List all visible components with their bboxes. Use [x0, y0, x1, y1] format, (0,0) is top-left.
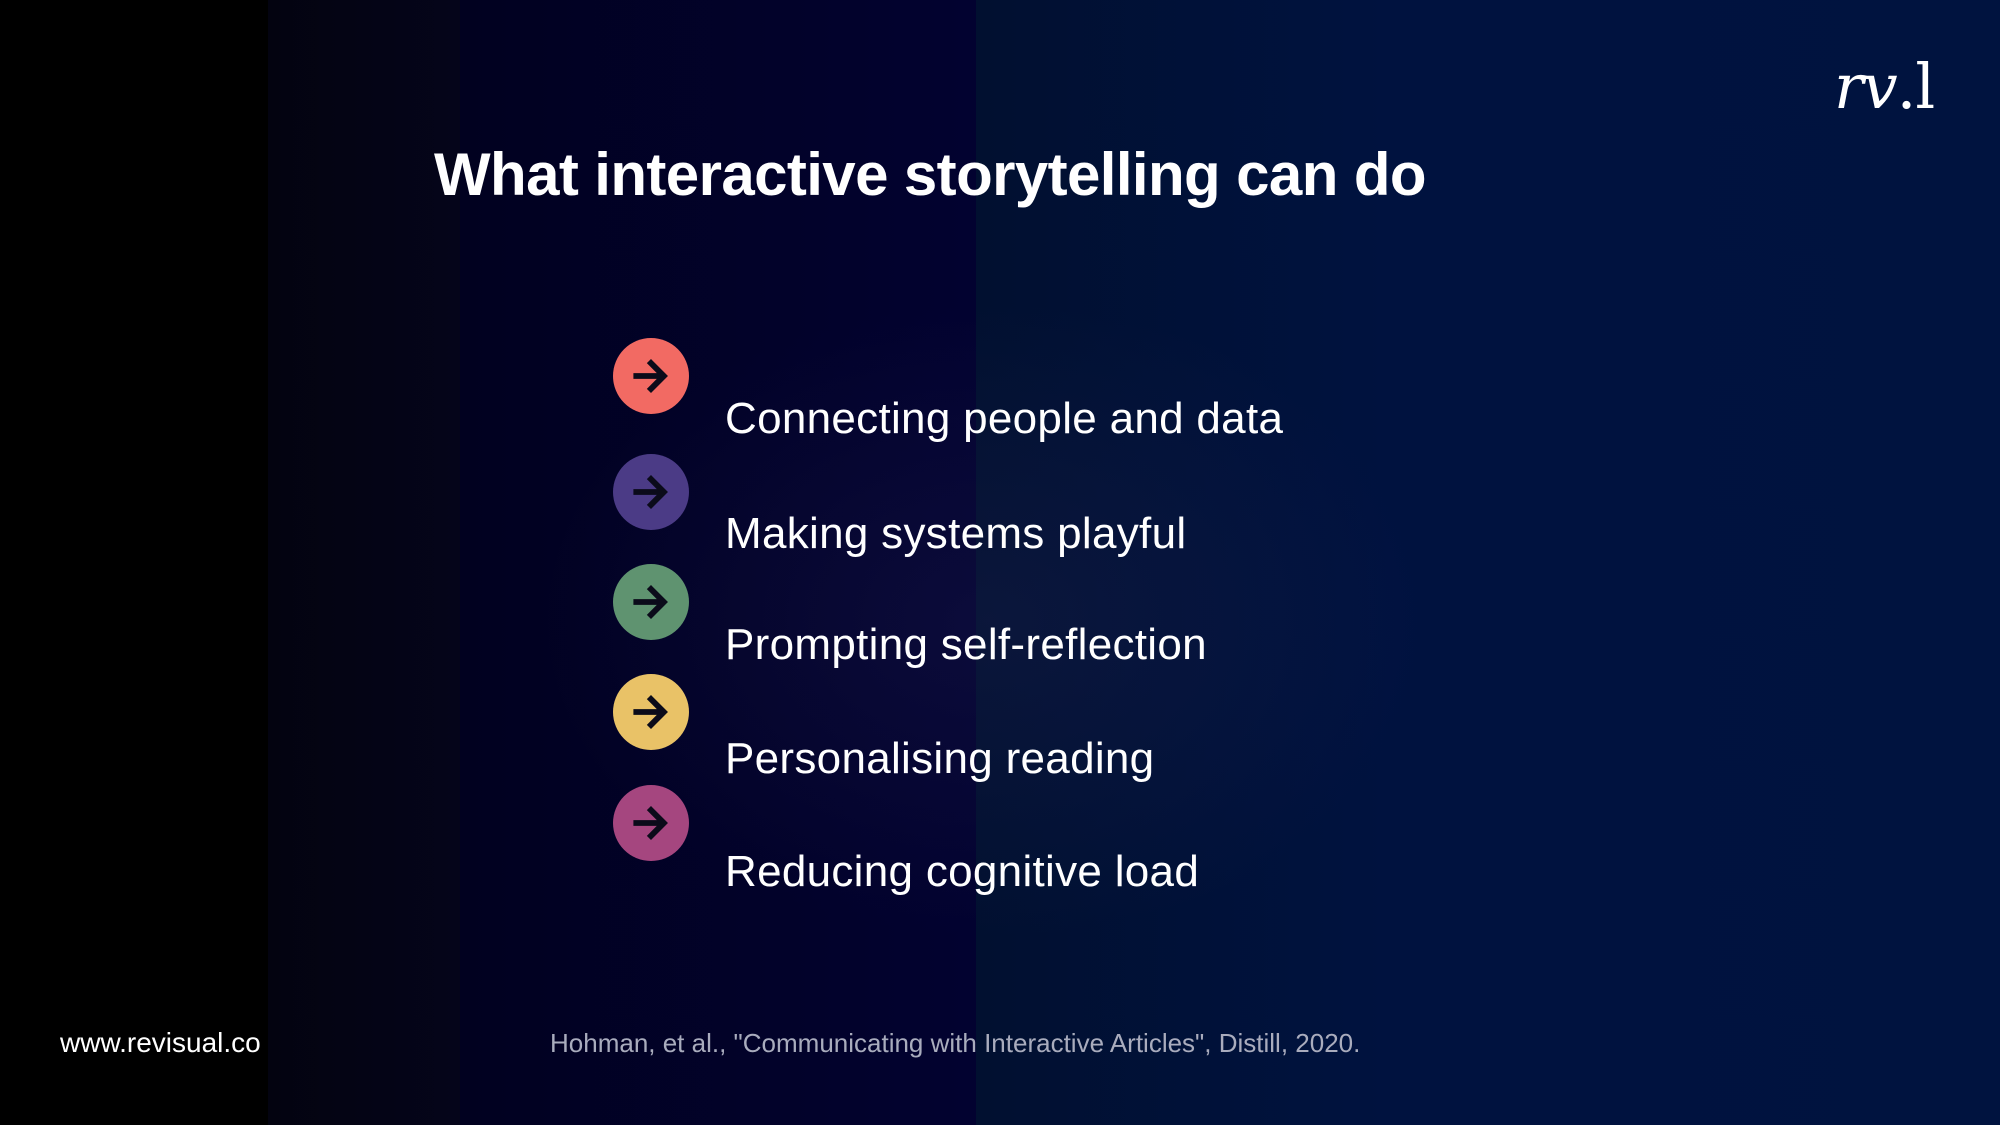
website-url: www.revisual.co [60, 1027, 261, 1058]
list-item: Making systems playful [725, 509, 1187, 558]
list-item: Personalising reading [725, 734, 1155, 783]
background-band [0, 0, 268, 1125]
background-band [976, 0, 2000, 1125]
background-band [460, 0, 976, 1125]
brand-logo: rv.l [1834, 50, 1936, 123]
arrow-right-icon [613, 785, 689, 861]
background-glow [540, 300, 1440, 940]
slide-title: What interactive storytelling can do [434, 141, 1427, 208]
list-item: Prompting self-reflection [725, 620, 1207, 669]
arrow-right-icon [613, 674, 689, 750]
list-item: Reducing cognitive load [725, 847, 1200, 896]
logo-rv: rv [1834, 50, 1898, 123]
citation: Hohman, et al., "Communicating with Inte… [550, 1028, 1361, 1058]
logo-dot-l: .l [1896, 50, 1936, 123]
list-item: Connecting people and data [725, 394, 1284, 443]
arrow-right-icon [613, 454, 689, 530]
arrow-right-icon [613, 564, 689, 640]
arrow-right-icon [613, 338, 689, 414]
background-band [268, 0, 460, 1125]
